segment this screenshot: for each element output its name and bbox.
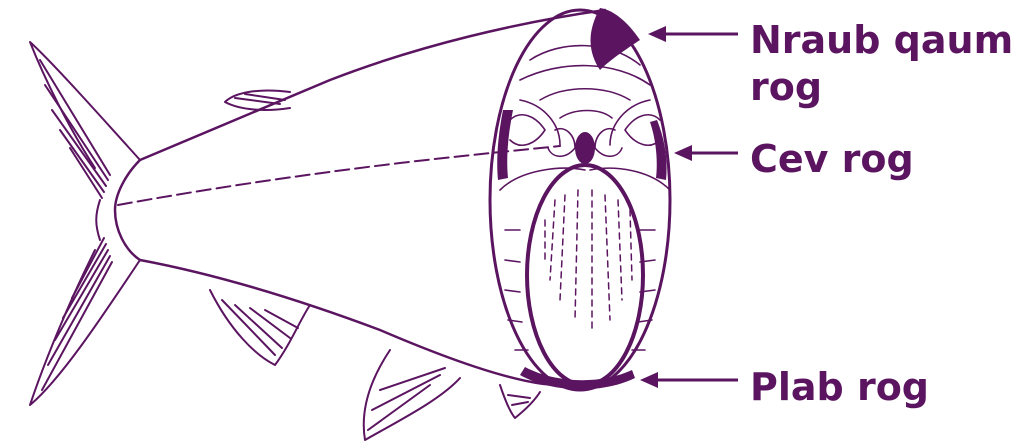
cross-section-outline [490,10,670,390]
arrow-bottom [640,372,738,388]
label-side-muscle: Cev rog [750,137,914,181]
dorsal-fin [225,90,290,110]
tail-fin [30,42,140,405]
body-outline [115,10,605,385]
body-cavity [527,165,643,385]
arrow-top [648,26,738,42]
ventral-small-fin [500,385,540,418]
label-arrows [640,26,738,388]
label-dorsal-muscle-line1: Nraub qaum [750,18,1013,62]
fish-illustration [30,8,670,440]
anal-fin [364,350,460,440]
label-dorsal-muscle-line2: rog [750,65,822,109]
arrow-middle [674,145,738,161]
label-belly-muscle: Plab rog [750,365,929,409]
cavity-hatching [545,190,632,330]
muscle-rings [500,46,670,350]
